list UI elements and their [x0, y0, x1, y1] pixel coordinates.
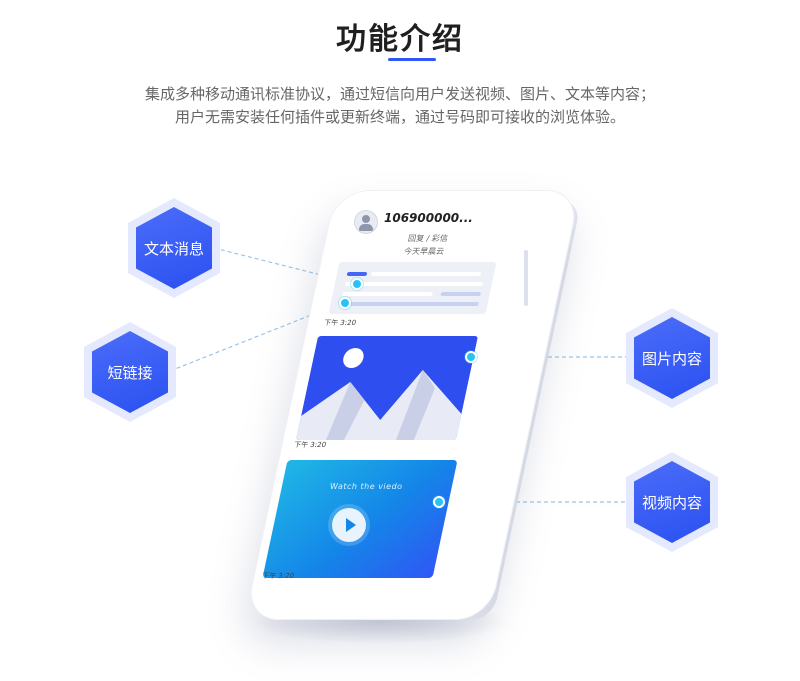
feature-label: 图片内容 — [641, 349, 702, 368]
play-icon — [346, 518, 356, 532]
message-link-line — [440, 292, 482, 296]
message-time: 下午 3:20 — [323, 319, 357, 327]
sender-number: 106900000... — [384, 211, 473, 225]
title-underline — [388, 58, 436, 61]
image-time: 下午 3:20 — [293, 441, 327, 449]
image-content-card[interactable] — [295, 336, 479, 440]
message-accent-line — [346, 272, 368, 276]
hexagon-badge-icon: 图片内容 — [634, 317, 710, 399]
message-line — [342, 292, 434, 296]
hexagon-badge-icon: 短链接 — [92, 331, 168, 413]
hexagon-badge-icon: 文本消息 — [136, 207, 212, 289]
connector-dot-text — [351, 278, 363, 290]
play-button[interactable] — [332, 508, 366, 542]
video-title: Watch the viedo — [330, 482, 403, 491]
mountain-image-icon — [295, 336, 479, 440]
sender-subtitle-2: 今天早晨云 — [403, 247, 445, 256]
description-line-1: 集成多种移动通讯标准协议，通过短信向用户发送视频、图片、文本等内容； — [144, 85, 655, 103]
message-link-line — [346, 302, 480, 306]
description-line-2: 用户无需安装任何插件或更新终端，通过号码即可接收的浏览体验。 — [174, 108, 625, 126]
connector-dot-link — [339, 297, 351, 309]
message-line — [370, 272, 482, 276]
avatar — [354, 210, 378, 234]
phone-side-button — [524, 250, 528, 306]
feature-label: 视频内容 — [641, 493, 702, 512]
video-time: 下午 3:20 — [261, 572, 295, 580]
sender-subtitle-1: 回复 / 彩信 — [407, 234, 449, 243]
feature-label: 短链接 — [107, 363, 153, 382]
feature-label: 文本消息 — [143, 239, 204, 258]
avatar-body-icon — [359, 224, 373, 231]
message-line — [344, 282, 484, 286]
page-title: 功能介绍 — [336, 22, 464, 57]
connector-dot-video — [433, 496, 445, 508]
connector-dot-image — [465, 351, 477, 363]
avatar-head-icon — [362, 215, 370, 223]
hexagon-badge-icon: 视频内容 — [634, 461, 710, 543]
